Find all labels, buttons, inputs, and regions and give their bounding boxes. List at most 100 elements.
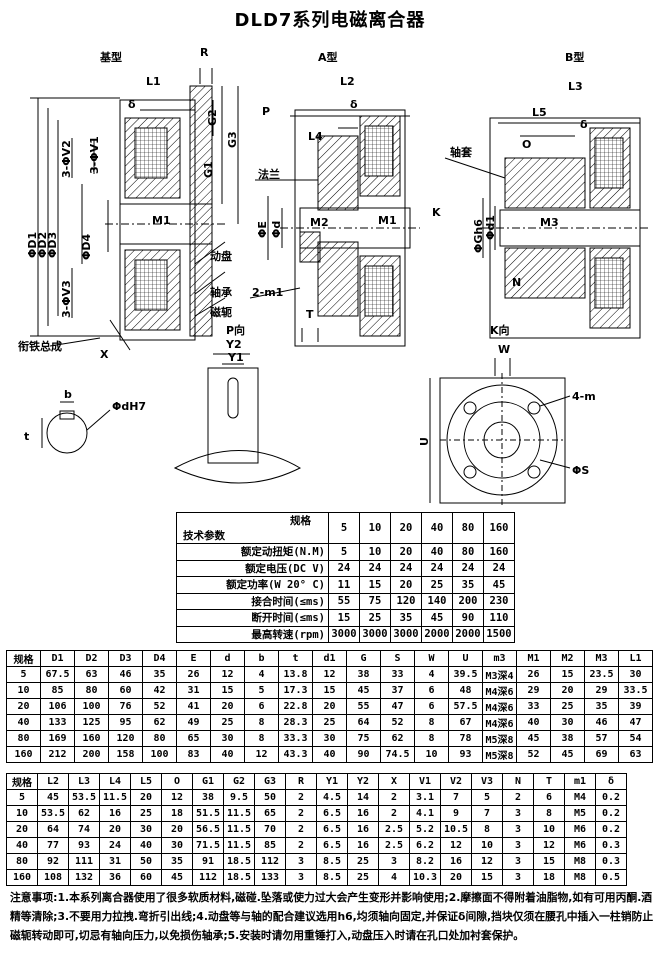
dim-cell: 8 [471,821,503,838]
dim-cell: 18 [161,805,193,822]
dim-cell: 8 [533,805,565,822]
dim-cell: 212 [40,746,75,763]
dim-cell: 18.5 [223,853,255,870]
dim-header: V2 [440,773,472,790]
dim-cell: 67.5 [40,666,75,683]
dim-cell: 40 [312,746,347,763]
dim-cell: 6 [533,789,565,806]
dim-cell: 77 [37,837,69,854]
label-k: K [432,206,441,219]
tech-cell: 24 [452,559,484,577]
dim-header: R [285,773,317,790]
dim-header: X [378,773,410,790]
dim-cell: 10 [6,805,38,822]
dim-cell: 8 [244,730,279,747]
dim-cell: 52 [142,698,177,715]
dim-cell: 45 [516,730,551,747]
label-r: R [200,46,209,59]
dim-cell: 169 [40,730,75,747]
dim-cell: 71.5 [192,837,224,854]
dim-cell: 85 [40,682,75,699]
tech-cell: 2000 [421,625,453,643]
dim-cell: 93 [448,746,483,763]
dim-cell: 6.5 [316,837,348,854]
dim-cell: 4.1 [409,805,441,822]
label-x: X [100,348,109,361]
dim-cell: 18.5 [223,869,255,886]
dim-header: D4 [142,650,177,667]
tech-row-label: 断开时间(≤ms) [176,609,329,627]
a-type-view [249,109,420,347]
dim-cell: 3 [502,837,534,854]
dim-cell: 5 [471,789,503,806]
dim-cell: 12 [312,666,347,683]
dim-cell: 15 [533,853,565,870]
dim-header: N [502,773,534,790]
dim-header: E [176,650,211,667]
label-2m1: 2-m1 [252,286,283,299]
tech-spec-header: 160 [483,512,515,544]
label-g1: G1 [202,161,215,178]
tech-cell: 24 [328,559,360,577]
dim-cell: M4深6 [482,682,517,699]
dim-cell: 38 [346,666,381,683]
tech-cell: 35 [390,609,422,627]
dim-cell: 10 [6,682,41,699]
dim-cell: M6 [564,837,596,854]
dim-cell: 29 [584,682,619,699]
dim-header: M2 [550,650,585,667]
tech-spec-header: 40 [421,512,453,544]
tech-row-label: 额定动扭矩(N.M) [176,543,329,561]
dim-cell: 65 [254,805,286,822]
dim-cell: 91 [192,853,224,870]
dim-cell: M8 [564,853,596,870]
dim-cell: 53.5 [37,805,69,822]
label-v2: 3-ΦV2 [60,140,73,178]
dim-cell: 100 [142,746,177,763]
dim-cell: 25 [130,805,162,822]
dim-cell: 112 [192,869,224,886]
label-4m: 4-m [572,390,596,403]
dim-cell: 158 [108,746,143,763]
dim-cell: 132 [68,869,100,886]
dim-cell: 30 [618,666,653,683]
dim-cell: 74 [68,821,100,838]
dim-cell: 25 [550,698,585,715]
dim-cell: 6.5 [316,821,348,838]
dim-cell: 78 [448,730,483,747]
label-a-type: A型 [318,50,338,64]
dim-cell: 25 [312,714,347,731]
dim-cell: 20 [6,821,38,838]
dim-cell: 45 [37,789,69,806]
dim-cell: 20 [161,821,193,838]
label-m2: M2 [310,216,329,229]
tech-corner-bottom: 技术参数 [183,530,225,542]
tech-cell: 35 [452,576,484,594]
notes: 注意事项:1.本系列离合器使用了很多软质材料,磁碰.坠落或使力过大会产生变形并影… [10,891,654,942]
dim-cell: 11.5 [99,789,131,806]
dim-cell: 24 [99,837,131,854]
technical-drawing: 基型 A型 B型 R L1 L2 L3 L4 L5 G2 G1 G3 δ δ δ… [18,46,650,506]
label-base-type: 基型 [99,50,122,64]
dim-cell: 30 [550,714,585,731]
dim-cell: 100 [74,698,109,715]
dim-cell: 52 [380,714,415,731]
dim-cell: 8 [414,714,449,731]
dim-cell: 6 [414,698,449,715]
tech-cell: 24 [359,559,391,577]
dim-cell: 70 [254,821,286,838]
dim-cell: 3 [502,853,534,870]
tech-row-label: 额定功率(W 20° C) [176,576,329,594]
dim-cell: 65 [176,730,211,747]
